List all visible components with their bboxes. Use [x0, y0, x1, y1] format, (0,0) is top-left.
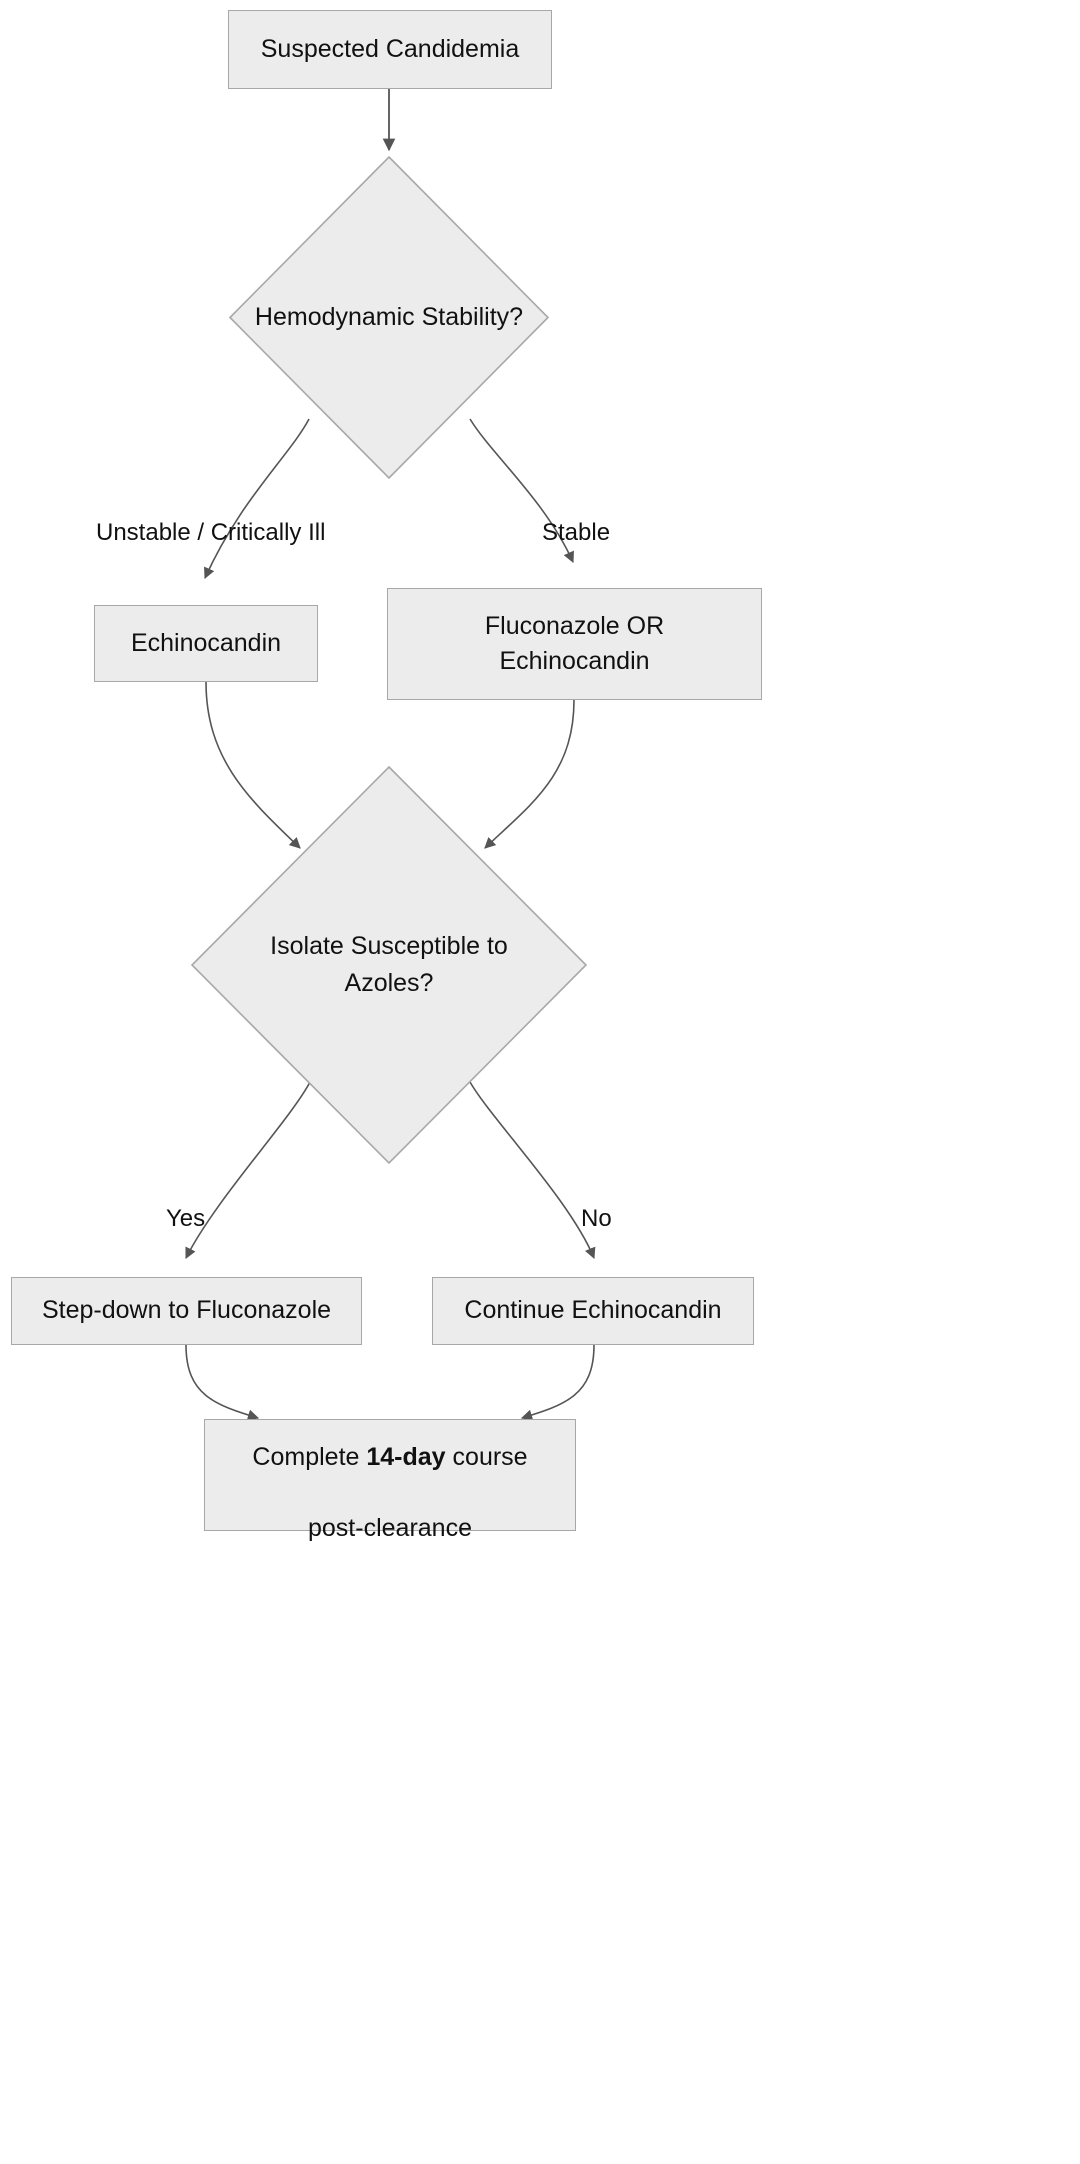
node-step-down-to-fluconazole[interactable]: Step-down to Fluconazole: [11, 1277, 362, 1345]
diamond-shape-2: [190, 765, 588, 1165]
edge-label-stable-text: Stable: [542, 519, 611, 546]
edge-label-unstable: Unstable / Critically Ill: [96, 521, 325, 545]
complete-prefix-text: Complete: [252, 1442, 367, 1471]
edge-label-no: No: [581, 1207, 612, 1231]
node-complete-course-label: Complete 14-day course post-clearance: [238, 1404, 541, 1546]
node-isolate-susceptible-label: Isolate Susceptible to Azoles?: [270, 931, 508, 998]
edge-label-yes: Yes: [166, 1207, 205, 1231]
node-continue-echinocandin-label: Continue Echinocandin: [464, 1296, 722, 1325]
node-isolate-susceptible[interactable]: Isolate Susceptible to Azoles?: [190, 765, 588, 1165]
edge-label-no-text: No: [581, 1205, 612, 1232]
node-echinocandin-label: Echinocandin: [130, 628, 282, 657]
node-fluconazole-or-echinocandin[interactable]: Fluconazole OR Echinocandin: [387, 588, 762, 700]
node-fluconazole-or-echinocandin-label: Fluconazole OR Echinocandin: [484, 611, 665, 676]
node-continue-echinocandin[interactable]: Continue Echinocandin: [432, 1277, 754, 1345]
node-hemodynamic-stability-label: Hemodynamic Stability?: [254, 302, 524, 331]
node-hemodynamic-stability[interactable]: Hemodynamic Stability?: [228, 155, 550, 480]
node-echinocandin[interactable]: Echinocandin: [94, 605, 318, 682]
edge-label-yes-text: Yes: [166, 1205, 206, 1232]
node-step-down-to-fluconazole-label: Step-down to Fluconazole: [41, 1296, 332, 1325]
diamond-shape-1: [228, 155, 550, 480]
node-suspected-candidemia[interactable]: Suspected Candidemia: [228, 10, 552, 89]
complete-line2-text: post-clearance: [308, 1513, 472, 1542]
complete-emphasis-text: 14-day: [366, 1442, 446, 1471]
complete-suffix-text: course: [445, 1442, 528, 1471]
node-suspected-candidemia-label: Suspected Candidemia: [260, 34, 520, 63]
edge-label-unstable-text: Unstable / Critically Ill: [96, 519, 326, 546]
node-complete-course[interactable]: Complete 14-day course post-clearance: [204, 1419, 576, 1542]
edge-label-stable: Stable: [542, 521, 610, 545]
